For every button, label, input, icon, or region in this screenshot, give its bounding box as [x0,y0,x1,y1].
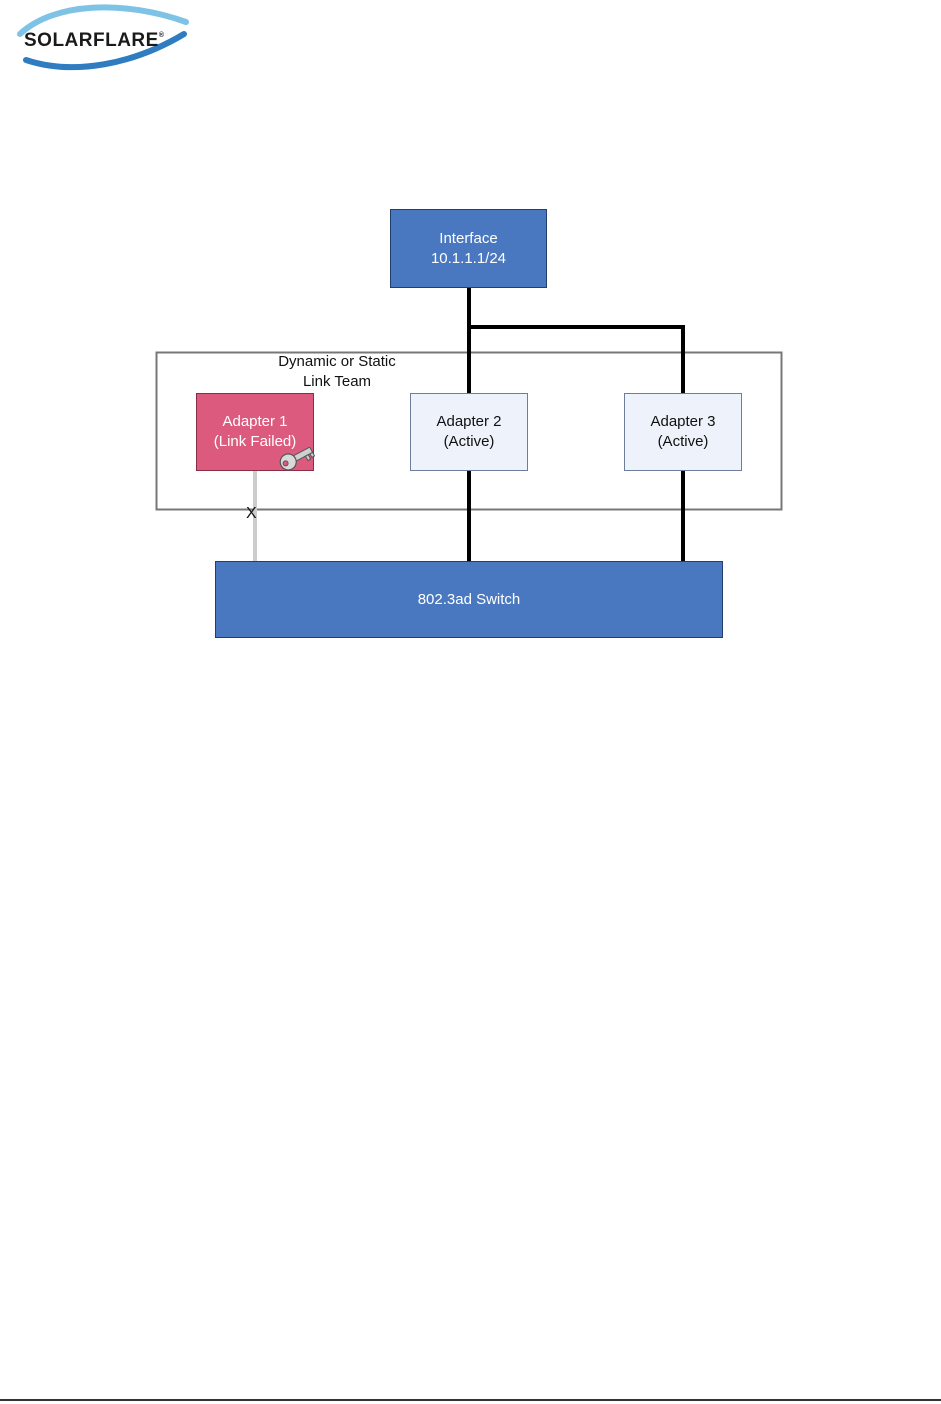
solarflare-logo: SOLARFLARE® [14,4,194,74]
failed-link-mark: X [246,505,257,522]
adapter-3-box: Adapter 3 (Active) [624,393,742,471]
link-team-diagram: Interface 10.1.1.1/24 Dynamic or Static … [0,0,941,700]
team-label: Dynamic or Static Link Team [278,353,396,390]
adapter-1-label: Adapter 1 (Link Failed) [213,413,297,450]
key-icon [279,446,316,471]
interface-box: Interface 10.1.1.1/24 [390,209,547,288]
logo-wordmark: SOLARFLARE® [24,30,165,52]
diagram-connections [155,288,783,562]
adapter-2-box: Adapter 2 (Active) [410,393,528,471]
footer-divider [0,1399,941,1401]
adapter-3-label: Adapter 3 (Active) [650,413,716,450]
switch-box: 802.3ad Switch [215,561,723,638]
logo-registered-mark: ® [158,32,165,39]
adapter-2-label: Adapter 2 (Active) [436,413,502,450]
switch-label: 802.3ad Switch [417,590,521,608]
adapter-1-box: Adapter 1 (Link Failed) [196,393,314,471]
logo-swoosh-icon [17,4,189,71]
logo-text: SOLARFLARE [24,30,159,51]
interface-label: Interface 10.1.1.1/24 [430,229,507,267]
